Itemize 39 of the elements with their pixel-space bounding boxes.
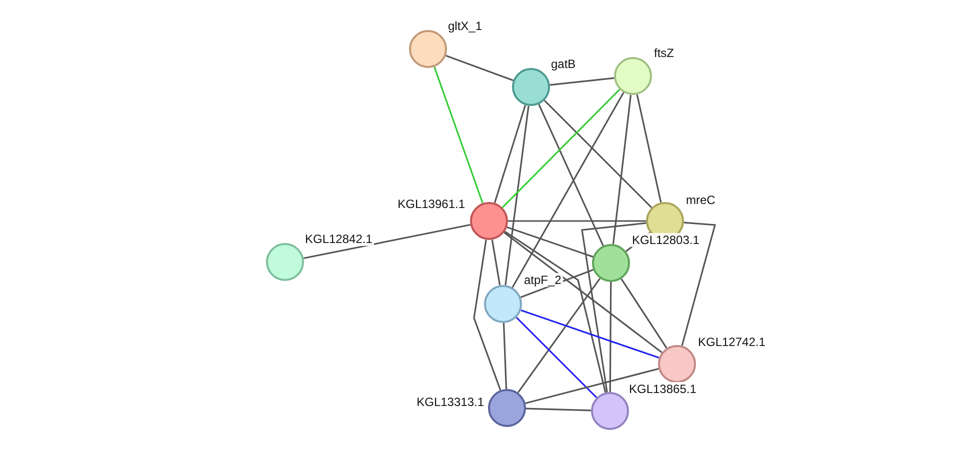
node-label: KGL13865.1 [627, 382, 698, 396]
interaction-line [516, 316, 598, 398]
interaction-line [517, 278, 601, 394]
node-label: KGL12842.1 [303, 232, 374, 246]
interaction-line [525, 368, 659, 404]
node-label: KGL13961.1 [396, 197, 467, 211]
interaction-line [636, 94, 662, 203]
interaction-line [504, 106, 530, 286]
node-label: KGL12742.1 [696, 335, 768, 349]
interaction-line [512, 92, 624, 288]
interaction-line [446, 54, 514, 82]
interaction-line [303, 224, 471, 260]
interaction-line [504, 232, 662, 354]
interaction-line [681, 222, 716, 346]
node-label: mreC [684, 193, 718, 207]
interaction-line [504, 230, 606, 393]
node-label: KGL13313.1 [414, 395, 486, 409]
interaction-line [581, 222, 646, 392]
interaction-line [538, 104, 604, 246]
interaction-line [550, 77, 614, 86]
interaction-line [502, 322, 508, 390]
node-label: ftsZ [652, 46, 676, 60]
node-label: gltX_1 [446, 19, 484, 33]
interaction-line [508, 220, 646, 222]
interaction-line [620, 278, 668, 349]
interaction-line [609, 282, 612, 392]
interaction-line [612, 94, 632, 244]
node-label: atpF_2 [522, 273, 564, 287]
node-label: KGL12803.1 [630, 233, 702, 247]
interaction-line [526, 408, 592, 412]
node-label: gatB [549, 57, 578, 71]
interaction-line [473, 240, 502, 390]
interaction-line [520, 309, 660, 359]
interaction-line [502, 88, 620, 208]
interaction-line [494, 104, 526, 204]
interaction-line [491, 240, 501, 286]
interaction-line [434, 66, 484, 204]
interaction-line [544, 100, 652, 208]
interaction-line [506, 226, 594, 258]
